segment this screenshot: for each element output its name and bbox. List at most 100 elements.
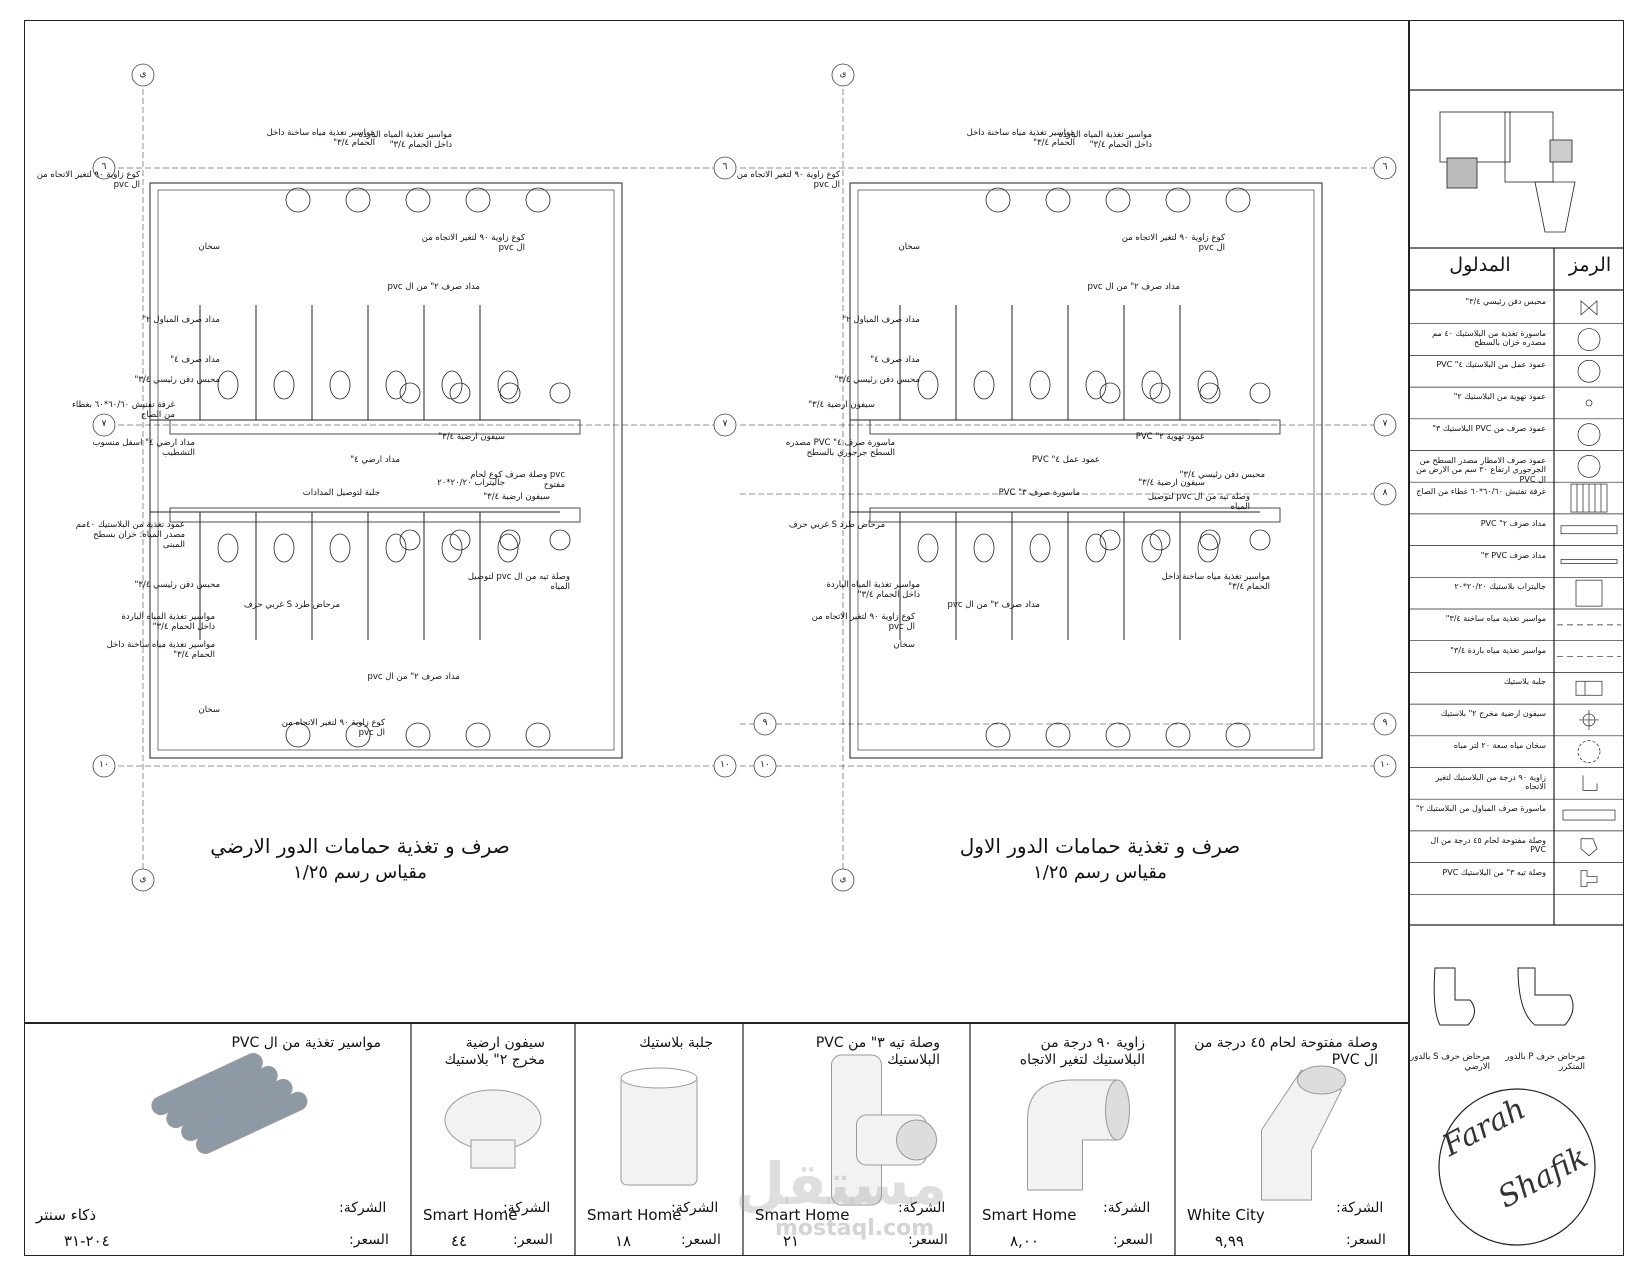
grid-label: ي [139, 69, 147, 79]
legend-row-text: زاوية ٩٠ درجة من البلاستيك لتغير الاتجاه [1435, 772, 1546, 792]
signature-seal [1438, 1088, 1596, 1246]
product-price-label: السعر: [908, 1232, 948, 1248]
legend-row-text: مواسير تغذية مياه ساخنة ٣/٤" [1445, 614, 1546, 623]
product-company-value: Smart Home [755, 1206, 850, 1224]
toilet-fixture [385, 533, 407, 563]
sink-fixture [985, 187, 1011, 213]
sink-fixture [465, 187, 491, 213]
product-company-value: Smart Home [423, 1206, 518, 1224]
legend-row-text: جاليتراب بلاستيك ٢٠/٢٠*٢٠ [1454, 582, 1546, 592]
product-company-label: الشركة: [898, 1200, 946, 1216]
grid-bubble [831, 63, 855, 87]
small-circle-icon [1585, 399, 1593, 407]
plan-annotation: عمود تهوية ٢" PVC [1135, 432, 1205, 442]
grid-label: ١٠ [760, 760, 770, 770]
plan-annotation: مواسير تغذية المياه الباردة داخل الحمام … [1058, 130, 1152, 150]
product-price-label: السعر: [349, 1232, 389, 1248]
plan-annotation: سيفون ارضية ٣/٤" [483, 492, 550, 502]
grid-label: ١٠ [99, 760, 109, 770]
product-price-value: ٢١ [783, 1232, 800, 1250]
legend-row-text: محبس دفن رئيسي ٣/٤" [1465, 297, 1546, 306]
grid-label: ٧ [722, 419, 728, 429]
plan-annotation: كوع زاوية ٩٠ لتغير الاتجاه من ال pvc [421, 233, 525, 253]
watermark-latin: mostaql.com [775, 1216, 935, 1241]
basin-fixture [1199, 382, 1221, 404]
plan-ground-scale: مقياس رسم ١/٢٥ [293, 862, 427, 883]
sink-fixture [1105, 722, 1131, 748]
plan-annotation: مداد صرف ٢" من ال pvc [1087, 282, 1180, 292]
product-name: وصلة مفتوحة لحام ٤٥ درجة من ال PVC [1194, 1035, 1378, 1068]
grid-bubble [753, 712, 777, 736]
grid-label: ي [839, 69, 847, 79]
legend-row-text: ماسورة تغذية من البلاستيك ٤٠ مم مصدره خز… [1432, 328, 1546, 348]
toilet-fixture [1197, 533, 1219, 563]
product-price-value: ٩,٩٩ [1215, 1232, 1244, 1250]
grid-label: ٦ [722, 162, 728, 172]
toilet-fixture [1141, 533, 1163, 563]
plan-annotation: وصلة تيه من ال pvc لتوصيل المياه [1147, 492, 1250, 512]
plan-annotation: مداد صرف المباول ٢" [842, 315, 920, 325]
grid-label: ٩ [1382, 718, 1388, 728]
watermark-arabic: مستقل [735, 1150, 948, 1218]
legend-row-text: سخان مياه سعة ٢٠ لتر مياه [1453, 740, 1546, 750]
drain-run [869, 507, 1281, 523]
plan-annotation: جاليتراب ٢٠/٢٠*٢٠ [437, 478, 505, 488]
plan-annotation: مرحاض طرد S غربي حرف [243, 600, 340, 610]
elbow45-icon [1580, 838, 1598, 857]
product-price-value: ٨,٠٠ [1010, 1232, 1039, 1250]
plan-annotation: مواسير تغذية المياه الباردة داخل الحمام … [121, 612, 215, 632]
product-image [1261, 1065, 1346, 1201]
legend-row-text: مداد صرف ٢" PVC [1480, 518, 1546, 528]
grid-bubble [831, 868, 855, 892]
plan-annotation: مواسير تغذية مياه ساخنة داخل الحمام ٣/٤" [106, 640, 215, 660]
product-price-label: السعر: [513, 1232, 553, 1248]
basin-fixture [499, 529, 521, 551]
plan-first-title: صرف و تغذية حمامات الدور الاول [959, 834, 1241, 858]
heater-icon [1577, 740, 1601, 764]
legend-row-text: مواسير تغذية مياه باردة ٣/٤" [1450, 645, 1546, 655]
urinal-pipe-icon [1562, 809, 1616, 821]
plan-annotation: محبس دفن رئيسي ٣/٤" [834, 375, 921, 385]
line-icon [1560, 559, 1618, 564]
plan-annotation: كوع زاوية ٩٠ لتغير الاتجاه من ال pvc [281, 718, 385, 738]
grid-bubble [713, 754, 737, 778]
product-image [831, 1054, 937, 1206]
basin-fixture [1249, 529, 1271, 551]
plan-annotation: عمود عمل ٤" PVC [1031, 455, 1100, 465]
floor-drain-icon [1579, 709, 1599, 730]
toilet-fixture [1029, 370, 1051, 400]
basin-fixture [1149, 529, 1171, 551]
plan-annotation: كوع زاوية ٩٠ لتغير الاتجاه من ال pvc [736, 170, 840, 190]
plan-annotation: كوع زاوية ٩٠ لتغير الاتجاه من ال pvc [811, 612, 915, 632]
key-plan-thumbnail [1439, 111, 1576, 233]
basin-fixture [549, 382, 571, 404]
plan-annotation: مواسير تغذية المياه الباردة داخل الحمام … [826, 580, 920, 600]
product-image [444, 1089, 542, 1169]
basin-fixture [1199, 529, 1221, 551]
plan-first-walls [849, 182, 1323, 759]
toilet-fixture [273, 370, 295, 400]
product-price-value: ١٨ [615, 1232, 632, 1250]
toilet-fixture [497, 370, 519, 400]
plan-annotation: مداد صرف ٤" [870, 355, 920, 365]
plan-annotation: مواسير تغذية المياه الباردة داخل الحمام … [358, 130, 452, 150]
toilet-fixture [973, 533, 995, 563]
toilet-fixture [1141, 370, 1163, 400]
grid-label: ٦ [1382, 162, 1388, 172]
grid-label: ي [139, 874, 147, 884]
toilet-fixture [273, 533, 295, 563]
circle-icon [1577, 455, 1601, 478]
plan-annotation: مواسير تغذية مياه ساخنة داخل الحمام ٣/٤" [966, 128, 1075, 148]
plan-annotation: محبس دفن رئيسي ٣/٤" [1179, 470, 1266, 480]
legend-row-text: وصلة تيه ٣" من البلاستيك PVC [1442, 867, 1546, 877]
circle-icon [1577, 423, 1601, 446]
plan-annotation: كوع زاوية ٩٠ لتغير الاتجاه من ال pvc [1121, 233, 1225, 253]
elbow-icon [1582, 775, 1598, 791]
product-image [1027, 1079, 1130, 1191]
plan-annotation: سيفون ارضية ٣/٤" [1138, 478, 1205, 488]
sink-fixture [1105, 187, 1131, 213]
sink-fixture [1165, 722, 1191, 748]
grid-label: ٩ [762, 718, 768, 728]
product-company-value: Smart Home [982, 1206, 1077, 1224]
drain-run [169, 419, 581, 435]
